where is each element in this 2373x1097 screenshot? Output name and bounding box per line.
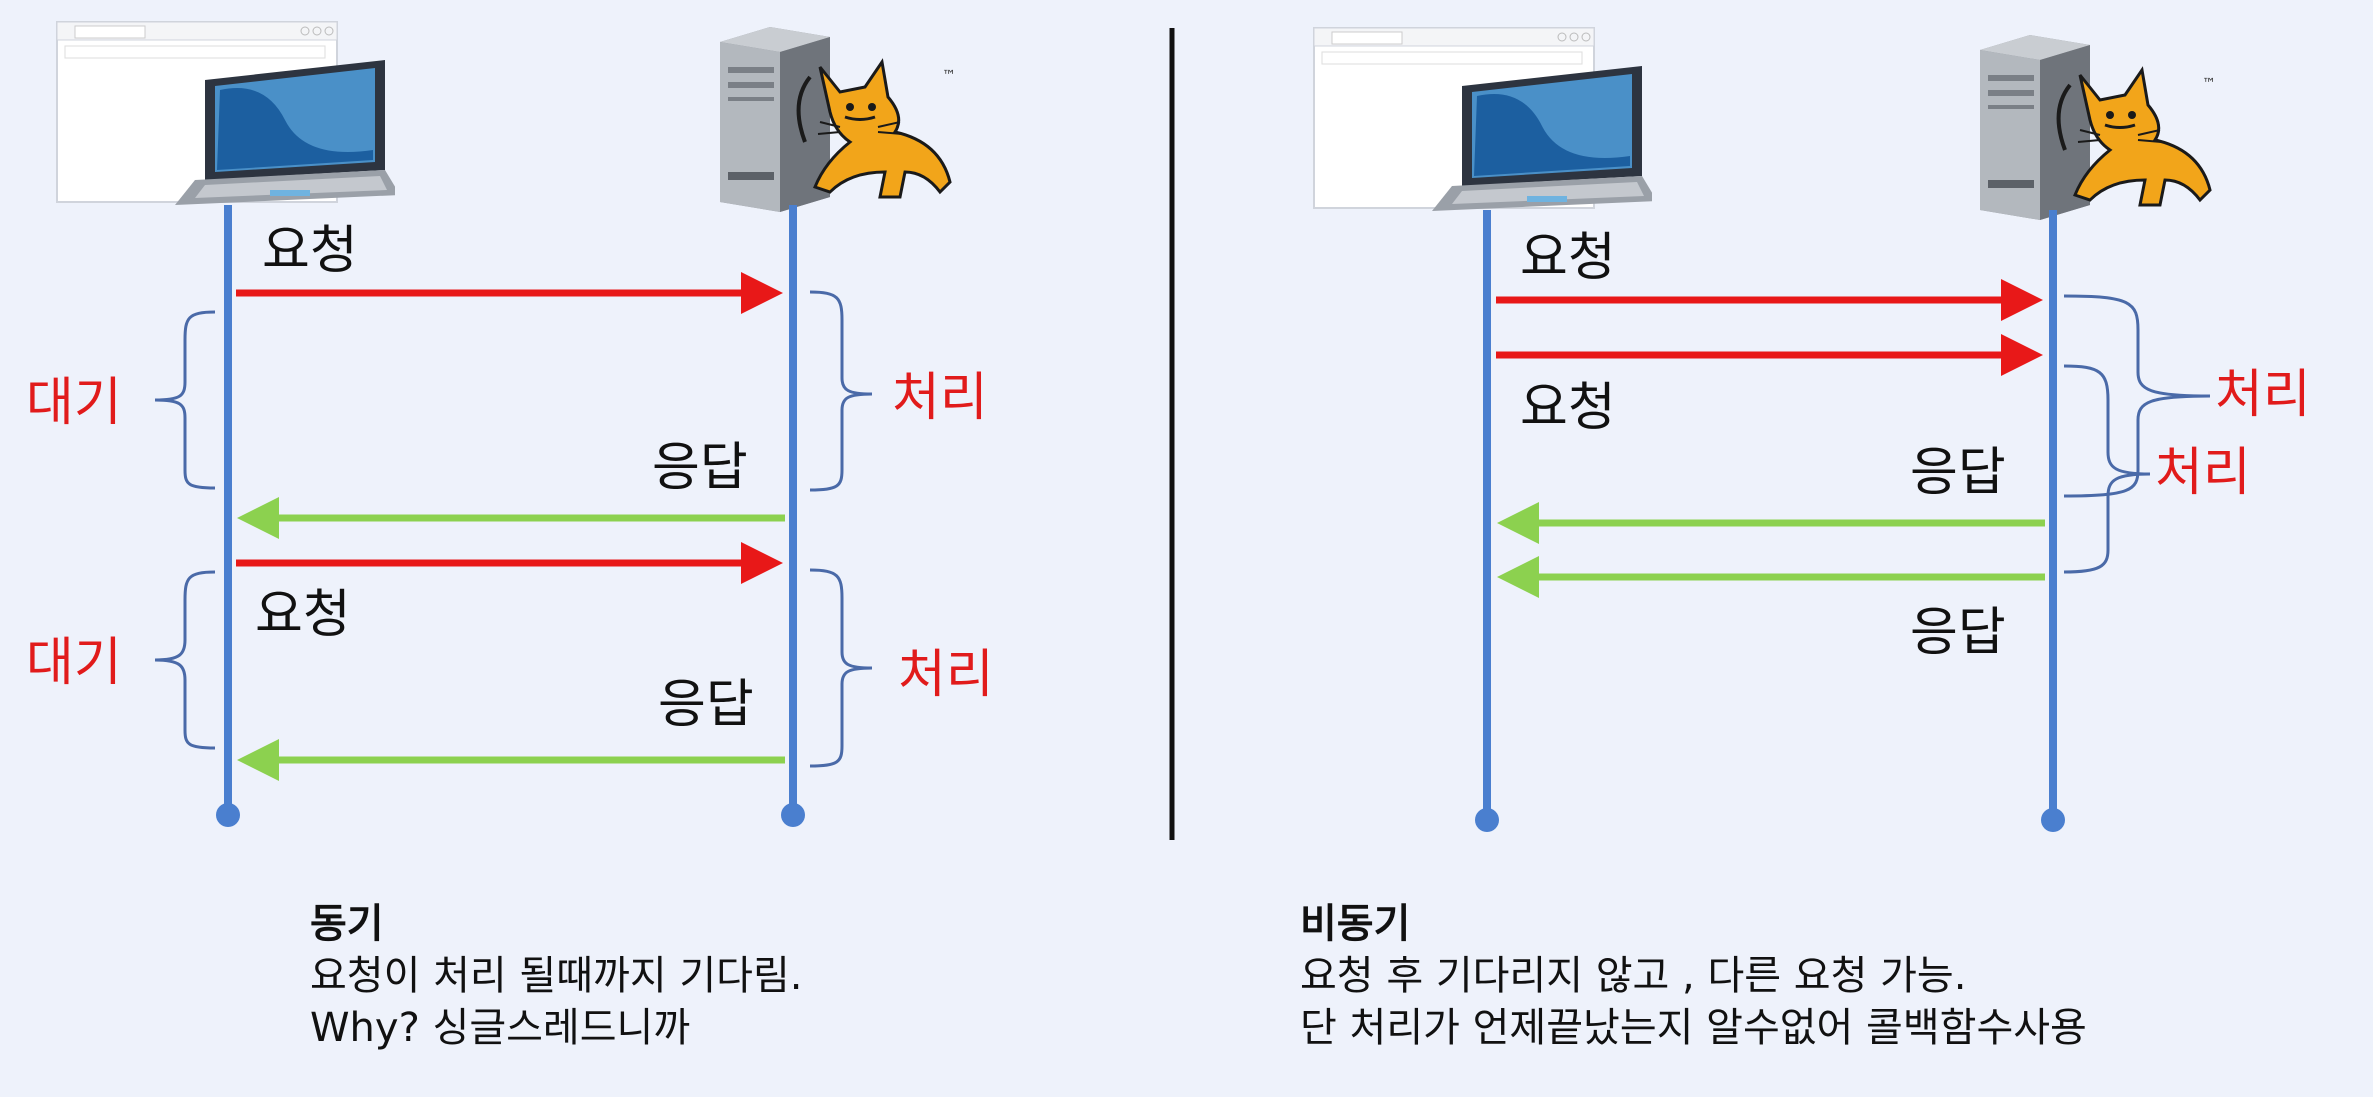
process-brace [809, 290, 873, 492]
request-label: 요청 [1520, 378, 1616, 438]
process-brace [809, 568, 873, 768]
caption-title: 동기 [310, 901, 384, 947]
laptop-browser-icon [56, 21, 395, 206]
wait-brace [154, 310, 216, 490]
sync-panel: 요청 응답 요청 응답 대기 대기 처리 처리 [26, 21, 994, 827]
request-label: 요청 [1520, 228, 1616, 288]
wait-label: 대기 [26, 633, 122, 693]
caption-line: 요청이 처리 될때까지 기다림. [310, 953, 803, 999]
response-label: 응답 [1910, 603, 2006, 663]
response-label: 응답 [658, 675, 754, 735]
process-brace [2063, 364, 2151, 574]
response-label: 응답 [1910, 443, 2006, 503]
server-tower-icon [1978, 33, 2218, 220]
async-panel: 요청 요청 응답 응답 처리 처리 [1313, 27, 2311, 832]
client-timeline-end [1475, 808, 1499, 832]
caption-line: 단 처리가 언제끝났는지 알수없어 콜백함수사용 [1300, 1005, 2087, 1051]
response-label: 응답 [652, 438, 748, 498]
async-caption: 비동기 요청 후 기다리지 않고 , 다른 요청 가능. 단 처리가 언제끝났는… [1300, 898, 2087, 1054]
process-label: 처리 [2155, 443, 2251, 503]
process-label: 처리 [2215, 365, 2311, 425]
caption-line: 요청 후 기다리지 않고 , 다른 요청 가능. [1300, 953, 1967, 999]
laptop-browser-icon [1313, 27, 1652, 212]
request-label: 요청 [255, 585, 351, 645]
sync-caption: 동기 요청이 처리 될때까지 기다림. Why? 싱글스레드니까 [310, 898, 802, 1054]
wait-brace [154, 570, 216, 750]
process-brace [2063, 294, 2211, 498]
server-tower-icon [718, 25, 958, 212]
process-label: 처리 [898, 645, 994, 705]
server-timeline-end [781, 803, 805, 827]
process-label: 처리 [892, 368, 988, 428]
client-timeline-end [216, 803, 240, 827]
wait-label: 대기 [26, 373, 122, 433]
caption-line: Why? 싱글스레드니까 [310, 1005, 691, 1051]
caption-title: 비동기 [1300, 901, 1411, 947]
request-label: 요청 [262, 221, 358, 281]
server-timeline-end [2041, 808, 2065, 832]
